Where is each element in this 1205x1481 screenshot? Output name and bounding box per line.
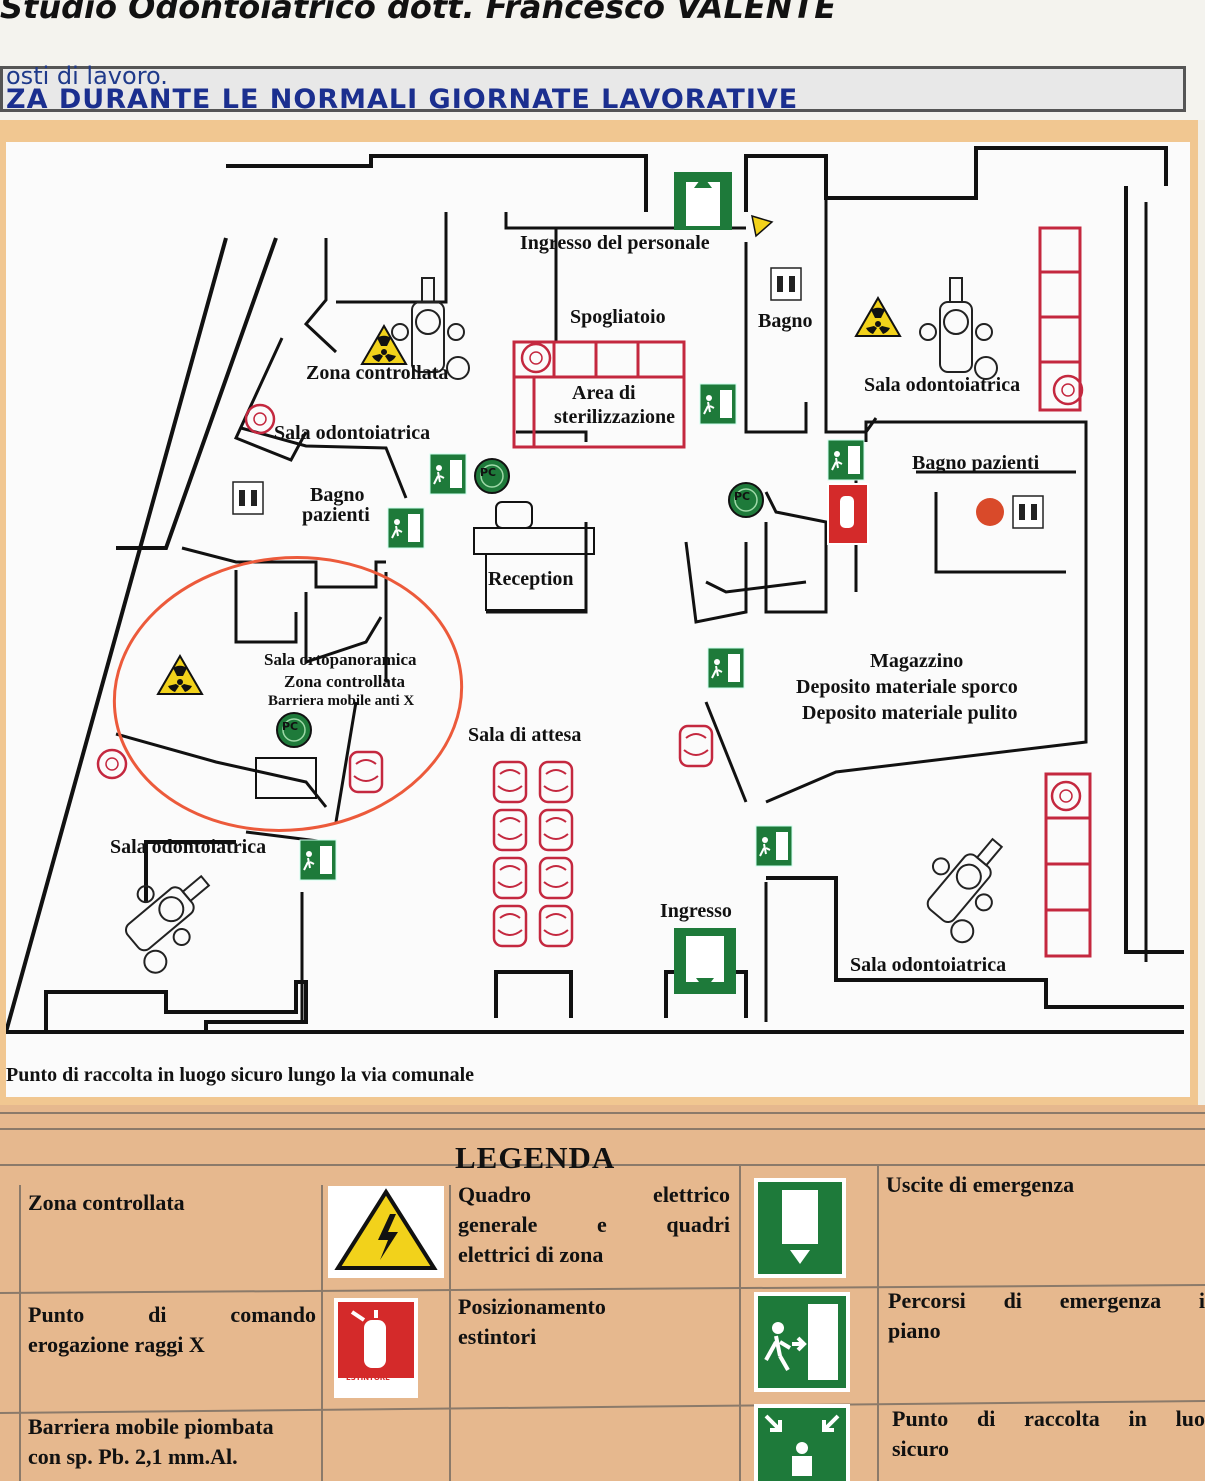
room-label-bagno-pazienti-e: Bagno pazienti — [912, 452, 1040, 474]
floor-plan: PC PC PC Ingresso del personale Spogliat… — [6, 142, 1190, 1097]
legend-punto-comando-line2: erogazione raggi X — [28, 1332, 205, 1357]
room-label-spogliatoio: Spogliatoio — [570, 306, 666, 328]
banner-text: ZA DURANTE LE NORMALI GIORNATE LAVORATIV… — [6, 84, 799, 115]
room-label-sala-attesa: Sala di attesa — [468, 724, 582, 746]
accessible-icon — [976, 498, 1004, 526]
emergency-route-icon — [754, 1292, 850, 1392]
emergency-exit-door-icon — [754, 1178, 846, 1278]
legend-zona-controllata: Zona controllata — [28, 1190, 185, 1215]
room-label-magazzino: Magazzino — [870, 650, 964, 672]
room-label-ortopan-barriera: Barriera mobile anti X — [268, 693, 415, 709]
room-label-pazienti-w: pazienti — [302, 504, 370, 526]
room-label-sala-odontoiatrica-ne: Sala odontoiatrica — [864, 374, 1021, 396]
legend-percorsi-line2: piano — [888, 1318, 941, 1343]
document-title: Studio Odontoiatrico dott. Francesco VAL… — [0, 0, 837, 26]
room-label-area-sterilizzazione: Area di — [572, 382, 636, 404]
room-label-bagno: Bagno — [758, 310, 813, 332]
legend-percorsi-line1: Percorsi di emergenza i — [888, 1288, 1205, 1313]
pc-label: PC — [282, 720, 299, 733]
legend-estintori-line2: estintori — [458, 1324, 537, 1349]
floor-plan-walls — [6, 146, 1184, 1034]
room-label-ingresso-personale: Ingresso del personale — [520, 232, 710, 254]
legend-raccolta-line2: sicuro — [892, 1436, 950, 1461]
room-label-sala-odontoiatrica-se: Sala odontoiatrica — [850, 954, 1007, 976]
room-label-ortopanoramica: Sala ortopanoramica — [264, 650, 417, 669]
document-subtitle: osti di lavoro. — [6, 62, 168, 90]
legend-estintori-line1: Posizionamento — [458, 1294, 606, 1319]
legend-barriera-line2: con sp. Pb. 2,1 mm.Al. — [28, 1444, 238, 1469]
legend-uscite: Uscite di emergenza — [886, 1172, 1075, 1197]
room-label-sala-odontoiatrica-nw: Sala odontoiatrica — [274, 422, 431, 444]
legend-title: LEGENDA — [455, 1140, 616, 1175]
estintore-sign-label: ESTINTORE — [346, 1374, 390, 1382]
assembly-point-icon — [754, 1404, 850, 1481]
room-label-ortopan-zona: Zona controllata — [284, 672, 406, 691]
assembly-point-note: Punto di raccolta in luogo sicuro lungo … — [6, 1064, 474, 1086]
room-label-sterilizzazione: sterilizzazione — [554, 406, 676, 428]
legend-punto-comando-line1: Punto di comando — [28, 1302, 316, 1327]
room-label-zona-controllata: Zona controllata — [306, 362, 449, 384]
room-label-ingresso: Ingresso — [660, 900, 732, 922]
legend-quadro-line1: Quadro elettrico — [458, 1182, 730, 1207]
legend-grid — [0, 1112, 1205, 1481]
pc-label: PC — [734, 490, 751, 503]
pc-label: PC — [480, 466, 497, 479]
room-label-bagno-pazienti-w: Bagno — [310, 484, 365, 506]
legend-quadro-line3: elettrici di zona — [458, 1242, 604, 1267]
legend-barriera-line1: Barriera mobile piombata — [28, 1414, 274, 1439]
fire-extinguisher-icon — [334, 1298, 418, 1398]
electric-hazard-icon — [328, 1186, 444, 1278]
room-label-deposito-sporco: Deposito materiale sporco — [796, 676, 1018, 698]
legend-quadro-line2: generale e quadri — [458, 1212, 730, 1237]
title-banner — [0, 66, 1186, 112]
legend-raccolta-line1: Punto di raccolta in luo — [892, 1406, 1205, 1431]
room-label-deposito-pulito: Deposito materiale pulito — [802, 702, 1018, 724]
legend — [0, 1105, 1205, 1481]
room-label-reception: Reception — [488, 568, 574, 590]
room-label-sala-odontoiatrica-sw: Sala odontoiatrica — [110, 836, 267, 858]
